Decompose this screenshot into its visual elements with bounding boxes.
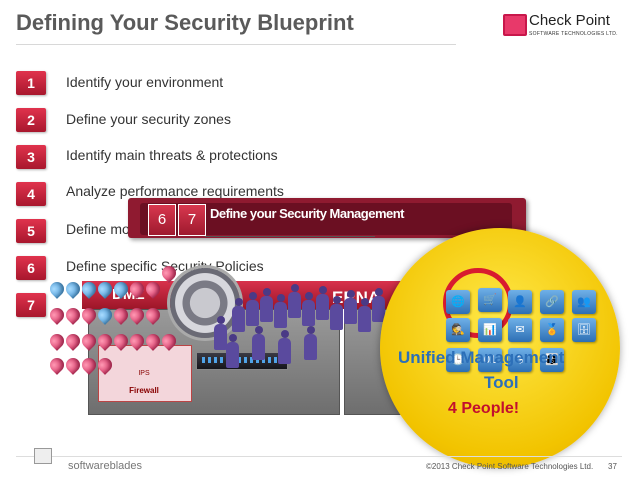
www-icon: 🌐 [446, 290, 470, 314]
software-blades-brand: softwareblades [68, 460, 142, 472]
step-text-3: Identify main threats & protections [66, 147, 278, 163]
cart-icon: 🛒 [478, 288, 502, 312]
location-pin-icon [47, 355, 67, 375]
location-pin-icon [47, 331, 67, 351]
person-icon [260, 288, 273, 322]
user-icon: 👤 [508, 290, 532, 314]
chart-icon: 📊 [478, 318, 502, 342]
popup-text: Define your Security Management [210, 206, 405, 221]
step-number-5: 5 [16, 219, 46, 243]
group-icon: 👥 [572, 290, 596, 314]
popup-badge-7: 7 [178, 204, 206, 236]
logo-icon [503, 14, 527, 36]
popup-badge-6: 6 [148, 204, 176, 236]
tool-title-line1: Unified Management [398, 348, 565, 367]
title-divider [16, 44, 456, 45]
server-icon: 🗄 [572, 318, 596, 342]
person-icon [358, 298, 371, 332]
person-icon [316, 286, 329, 320]
person-icon [372, 288, 385, 322]
mail-icon: ✉ [508, 318, 532, 342]
firewall-box [98, 345, 192, 402]
person-icon [278, 330, 291, 364]
location-pin-icon [63, 355, 83, 375]
location-pin-icon [47, 305, 67, 325]
person-icon [226, 334, 239, 368]
person-icon [232, 298, 245, 332]
step-text-4: Analyze performance requirements [66, 183, 284, 199]
step-number-4: 4 [16, 182, 46, 206]
binary-icon: 01 [478, 348, 502, 372]
link-icon: 🔗 [540, 290, 564, 314]
software-blades-icon [34, 448, 52, 464]
location-pin-icon [47, 279, 67, 299]
person-icon [302, 292, 315, 326]
step-number-6: 6 [16, 256, 46, 280]
step-text-2: Define your security zones [66, 111, 231, 127]
threat-gear-icon [170, 268, 240, 338]
ips-label: IPS [138, 370, 150, 377]
step-number-2: 2 [16, 108, 46, 132]
agent-icon: 🕵 [446, 318, 470, 342]
location-pin-icon [63, 279, 83, 299]
firewall-label: Firewall [129, 386, 159, 395]
person-icon [304, 326, 317, 360]
footer-divider [16, 456, 622, 457]
step-text-1: Identify your environment [66, 74, 224, 90]
badge-icon: 🏅 [540, 318, 564, 342]
person-icon [330, 296, 343, 330]
person-icon [288, 284, 301, 318]
appliance-ports [202, 357, 278, 363]
clock-icon: 🕒 [446, 348, 470, 372]
check-point-logo: Check Point SOFTWARE TECHNOLOGIES LTD. [503, 12, 623, 42]
page-number: 37 [608, 462, 617, 471]
team-icon: 👪 [540, 348, 564, 372]
location-pin-icon [63, 305, 83, 325]
step-number-7: 7 [16, 293, 46, 317]
person-icon [274, 294, 287, 328]
logo-subtitle: SOFTWARE TECHNOLOGIES LTD. [529, 31, 618, 37]
money-icon: $ [508, 348, 532, 372]
copyright-text: ©2013 Check Point Software Technologies … [426, 462, 594, 471]
popup-underline [205, 236, 375, 237]
step-number-1: 1 [16, 71, 46, 95]
tool-title-line2: Tool [484, 373, 519, 392]
person-icon [214, 316, 227, 350]
person-icon [246, 292, 259, 326]
location-pin-icon [63, 331, 83, 351]
step-number-3: 3 [16, 145, 46, 169]
logo-name: Check Point [529, 12, 610, 29]
person-icon [252, 326, 265, 360]
people-count-label: 4 People! [448, 400, 520, 417]
page-title: Defining Your Security Blueprint [16, 10, 354, 35]
person-icon [344, 290, 357, 324]
